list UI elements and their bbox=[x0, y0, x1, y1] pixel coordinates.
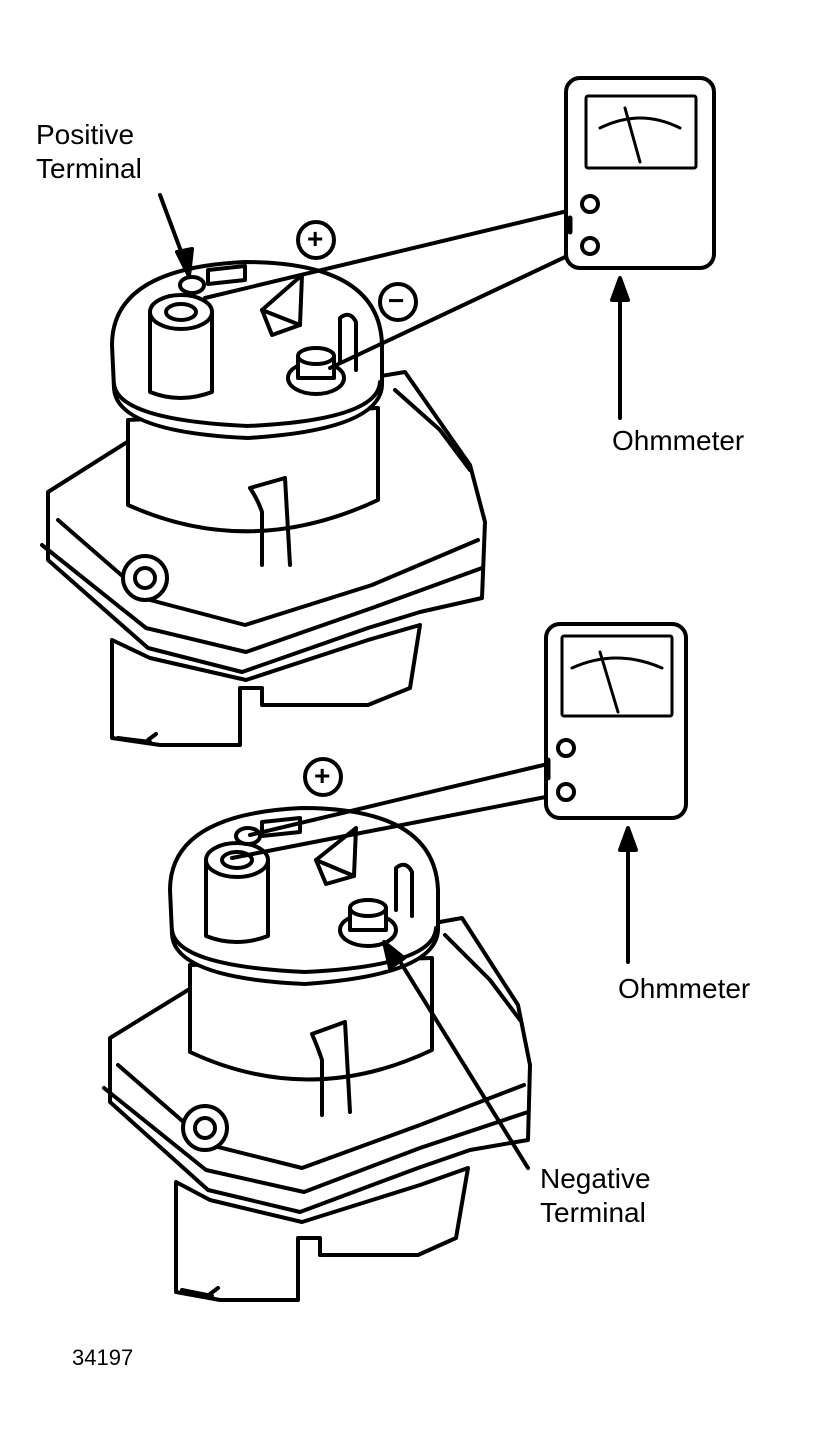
positive-terminal-label-line1: Positive bbox=[36, 119, 135, 150]
coil-bottom-mount-boss bbox=[181, 1104, 229, 1152]
test-lead-positive-bottom bbox=[248, 760, 558, 837]
coil-top-tower bbox=[148, 310, 214, 400]
coil-top-lower-box bbox=[110, 623, 422, 747]
coil-bottom-tower bbox=[204, 858, 270, 944]
plus-circle-top bbox=[296, 220, 336, 260]
coil-top-mount-boss bbox=[121, 554, 169, 602]
coil-top-negative-terminal bbox=[286, 346, 346, 396]
minus-circle-top bbox=[378, 282, 418, 322]
ignition-coil-top bbox=[40, 260, 487, 747]
coil-bottom-base-rim bbox=[102, 1086, 530, 1194]
test-lead-positive-top bbox=[203, 206, 582, 300]
negative-terminal-arrow bbox=[394, 953, 530, 1170]
coil-bottom-body bbox=[188, 956, 434, 1082]
coil-top-positive-terminal bbox=[178, 264, 247, 295]
coil-top-body bbox=[126, 406, 380, 534]
ohmmeter-top bbox=[564, 76, 716, 270]
ohmmeter-top-label: Ohmmeter bbox=[612, 425, 745, 456]
plus-circle-bottom bbox=[303, 757, 343, 797]
positive-terminal-label-line2: Terminal bbox=[36, 152, 142, 184]
coil-top-base-rim bbox=[40, 543, 484, 654]
ignition-coil-bottom bbox=[102, 806, 532, 1302]
ohmmeter-bottom-label: Ohmmeter bbox=[618, 973, 751, 1004]
test-lead-negative-top bbox=[328, 248, 582, 370]
negative-terminal-label-line2: Terminal bbox=[540, 1196, 646, 1228]
test-lead-tower-bottom bbox=[230, 793, 558, 860]
coil-bottom-lower-box bbox=[174, 1166, 470, 1302]
minus-sign-top: − bbox=[388, 285, 405, 316]
plus-sign-top: + bbox=[307, 223, 324, 254]
positive-terminal-label: Positive Terminal bbox=[36, 118, 142, 185]
coil-bottom-negative-terminal bbox=[338, 898, 398, 948]
negative-terminal-label: Negative Terminal bbox=[540, 1162, 651, 1229]
plus-sign-bottom: + bbox=[314, 760, 331, 791]
ohmmeter-bottom bbox=[544, 622, 688, 820]
figure-number: 34197 bbox=[72, 1345, 134, 1370]
negative-terminal-label-line1: Negative bbox=[540, 1163, 651, 1194]
